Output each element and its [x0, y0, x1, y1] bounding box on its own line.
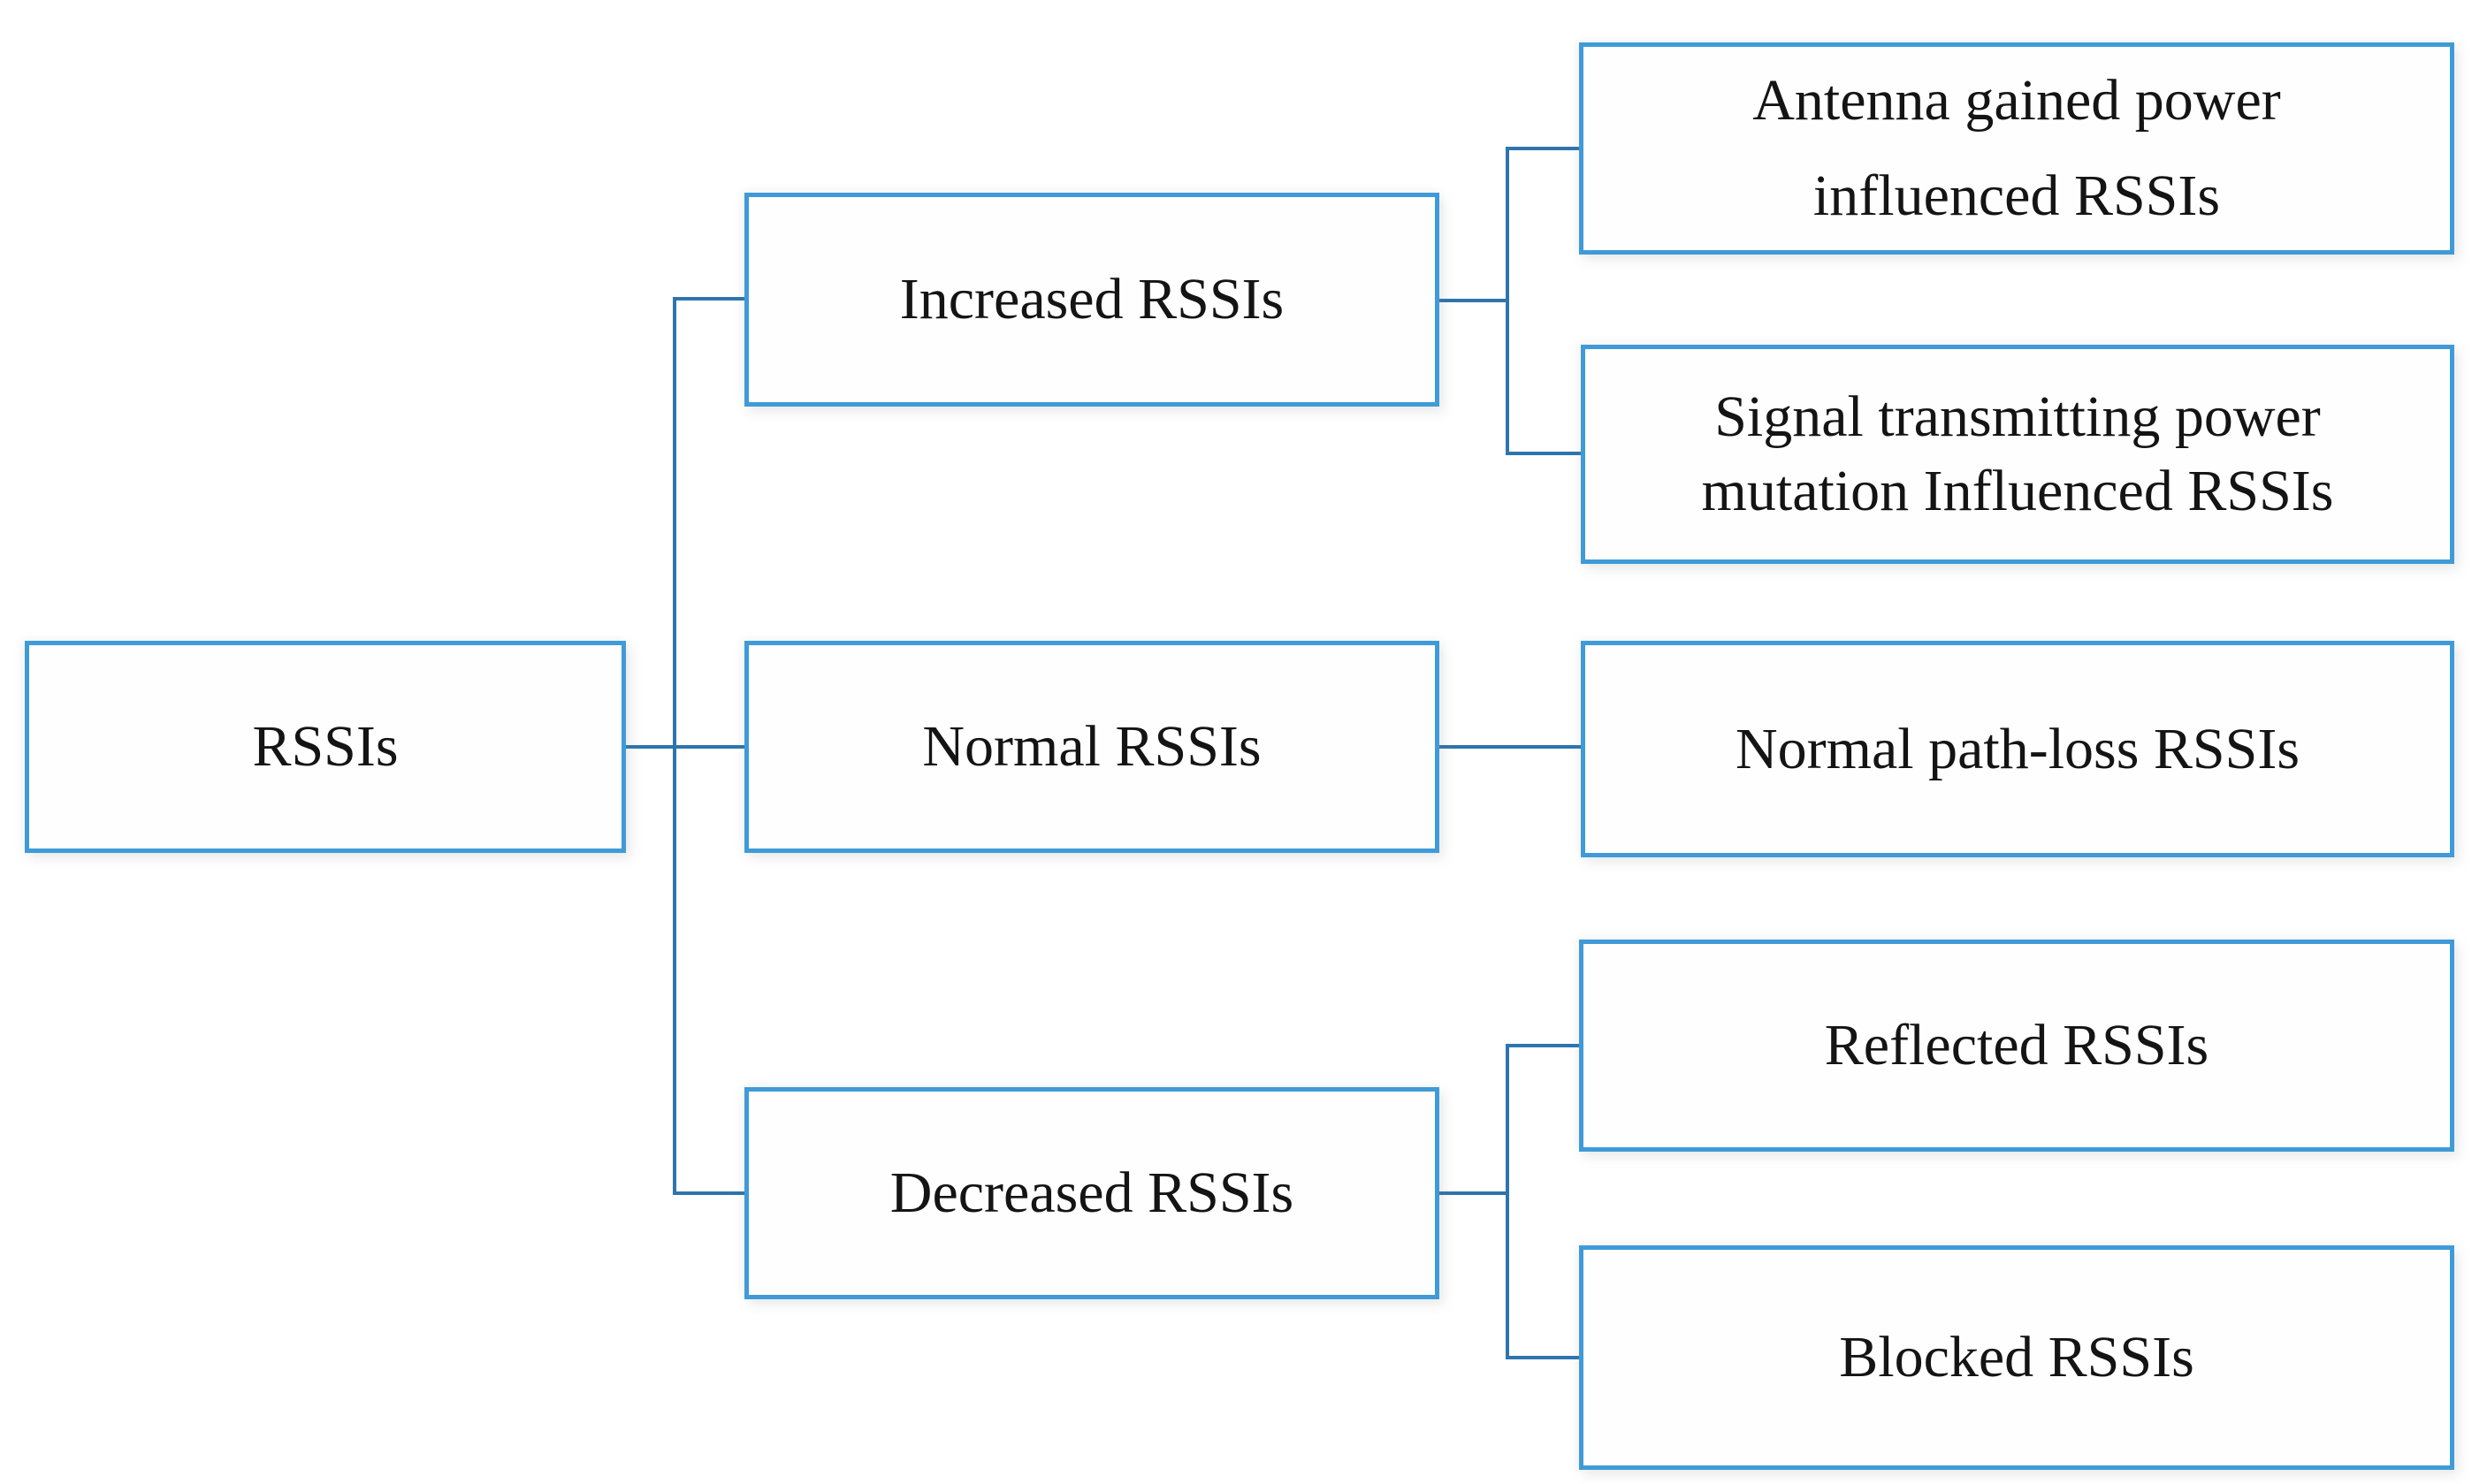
signal-transmitting-power-node: Signal transmitting power mutation Influ… — [1581, 345, 2454, 564]
normal-children-branch-line — [1438, 745, 1581, 749]
rssis-root-node: RSSIs — [25, 641, 626, 853]
increased-stub-line — [675, 297, 746, 301]
decreased-children-trunk-line — [1506, 1044, 1509, 1359]
antenna-stub-line — [1506, 147, 1581, 150]
normal-path-loss-node: Normal path-loss RSSIs — [1581, 641, 2454, 857]
rssis-root-label: RSSIs — [252, 714, 399, 780]
reflected-stub-line — [1506, 1044, 1581, 1047]
signal-transmitting-power-line1: Signal transmitting power — [1714, 384, 2321, 449]
reflected-rssis-node: Reflected RSSIs — [1579, 940, 2454, 1152]
signal-transmitting-power-line2: mutation Influenced RSSIs — [1701, 459, 2334, 523]
decreased-children-branch-line — [1438, 1191, 1507, 1195]
decreased-rssis-label: Decreased RSSIs — [889, 1161, 1294, 1226]
increased-children-trunk-line — [1506, 147, 1509, 455]
antenna-gained-power-node: Antenna gained power influenced RSSIs — [1579, 42, 2454, 255]
blocked-rssis-label: Blocked RSSIs — [1839, 1325, 2194, 1390]
decreased-rssis-node: Decreased RSSIs — [744, 1087, 1439, 1299]
signal-stub-line — [1506, 452, 1581, 455]
normal-rssis-node: Normal RSSIs — [744, 641, 1439, 853]
increased-children-branch-line — [1438, 299, 1507, 302]
normal-path-loss-label: Normal path-loss RSSIs — [1735, 716, 2300, 781]
main-trunk-line — [673, 297, 676, 1195]
blocked-rssis-node: Blocked RSSIs — [1579, 1245, 2454, 1470]
reflected-rssis-label: Reflected RSSIs — [1824, 1013, 2209, 1078]
antenna-gained-power-line2: influenced RSSIs — [1812, 164, 2221, 228]
antenna-gained-power-label: Antenna gained power influenced RSSIs — [1752, 53, 2280, 244]
normal-rssis-label: Normal RSSIs — [922, 714, 1262, 780]
blocked-stub-line — [1506, 1356, 1581, 1359]
increased-rssis-label: Increased RSSIs — [899, 267, 1285, 332]
decreased-stub-line — [675, 1191, 746, 1195]
antenna-gained-power-line1: Antenna gained power — [1752, 68, 2281, 133]
increased-rssis-node: Increased RSSIs — [744, 193, 1439, 407]
signal-transmitting-power-label: Signal transmitting power mutation Influ… — [1702, 380, 2334, 529]
root-branch-line — [624, 745, 744, 749]
